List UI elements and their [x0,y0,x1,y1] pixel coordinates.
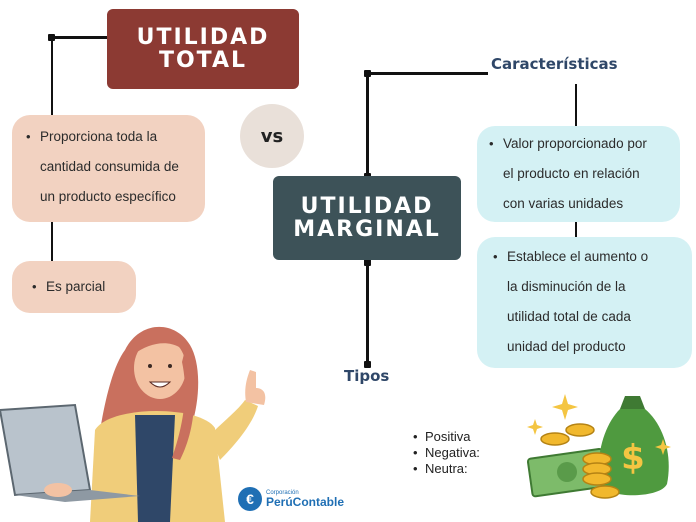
total-point-bubble: Es parcial [12,261,136,313]
tipos-label: Tipos [344,367,390,385]
text-line: Proporciona toda la [40,129,158,144]
woman-with-laptop-illustration [0,326,266,522]
caracteristica-bubble: Valor proporcionado por el producto en r… [477,126,680,222]
tipos-list: Positiva Negativa: Neutra: [413,429,480,477]
utilidad-total-line: UTILIDAD [136,24,270,50]
total-point-bubble: Proporciona toda la cantidad consumida d… [12,115,205,222]
connector-tipos-v [366,260,369,364]
text-line: Valor proporcionado por [503,136,647,151]
utilidad-total-box: UTILIDAD TOTAL [107,9,299,89]
connector-car-h [366,72,488,75]
text-line: el producto en relación [503,166,640,181]
text-line: utilidad total de cada [507,309,631,324]
utilidad-marginal-line: UTILIDAD [300,193,434,219]
utilidad-marginal-line: MARGINAL [293,217,441,242]
vs-label: vs [260,125,284,147]
connector-dot [364,259,371,266]
logo-brand-text: PerúContable [266,495,345,509]
logo-mark-icon: € [238,487,262,511]
total-point: Es parcial [32,272,126,302]
utilidad-total-line: TOTAL [158,48,248,73]
text-line: unidad del producto [507,339,626,354]
connector-car-v [575,84,577,127]
logo-text: Corporación PerúContable [266,490,344,508]
connector-marginal-v [366,73,369,178]
logo-small-text: Corporación [266,490,299,496]
text-line: Establece el aumento o [507,249,649,264]
connector-total-h [51,36,108,39]
caracteristicas-label: Características [491,55,618,73]
total-point: Proporciona toda la cantidad consumida d… [26,122,195,212]
peru-contable-logo: € Corporación PerúContable [238,487,344,511]
text-line: con varias unidades [503,196,624,211]
connector-dot [364,361,371,368]
connector-total-v2 [51,222,53,262]
text-line: la disminución de la [507,279,626,294]
text-line: Es parcial [46,279,106,294]
money-bag-icon: $ [526,394,671,499]
caracteristica-point: Valor proporcionado por el producto en r… [489,129,672,219]
tipo-item: Negativa: [413,445,480,461]
connector-total-v [51,36,53,116]
svg-text:$: $ [621,438,645,478]
caracteristica-point: Establece el aumento o la disminución de… [493,242,684,362]
caracteristica-bubble: Establece el aumento o la disminución de… [477,237,692,368]
connector-car-v2 [575,222,577,238]
text-line: un producto específico [40,189,176,204]
vs-circle: vs [240,104,304,168]
utilidad-marginal-box: UTILIDAD MARGINAL [273,176,461,260]
tipo-item: Positiva [413,429,480,445]
tipo-item: Neutra: [413,461,480,477]
text-line: cantidad consumida de [40,159,179,174]
